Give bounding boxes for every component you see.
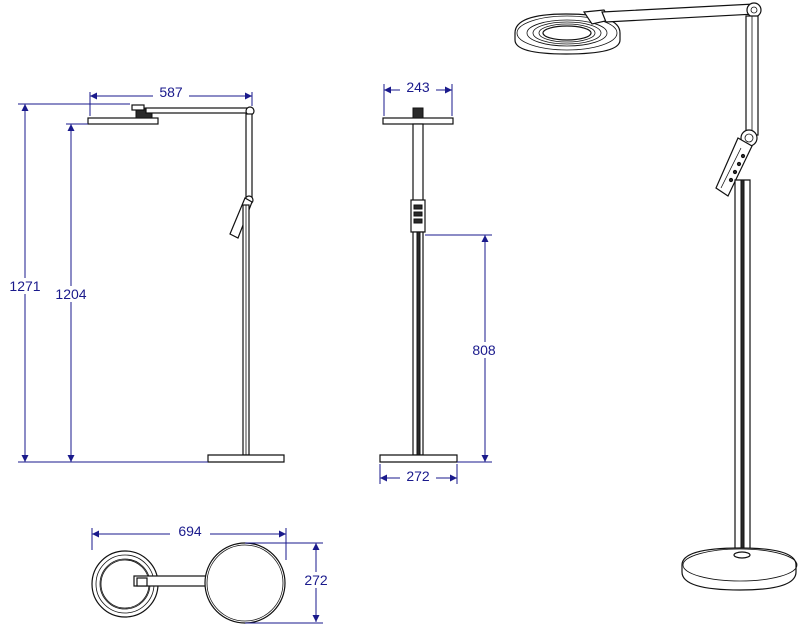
dim-front-base-width: 272 [379, 464, 458, 484]
front-lamp-head [382, 107, 454, 125]
dim-272-front-label: 272 [406, 468, 430, 484]
front-upper-pole [412, 123, 424, 205]
side-view: 587 1271 1204 [6, 84, 285, 463]
persp-pole [734, 179, 751, 556]
side-lamp-head [87, 104, 159, 125]
dim-front-head-width: 243 [383, 79, 453, 116]
dim-top-width: 272 [245, 542, 334, 624]
dim-1204-label: 1204 [55, 286, 86, 302]
dim-side-total-height: 1271 [6, 103, 208, 463]
dim-808-label: 808 [472, 342, 496, 358]
top-base [204, 542, 286, 624]
persp-upper-arm [745, 15, 759, 136]
front-control-panel [410, 199, 426, 233]
front-pole [412, 231, 424, 456]
front-base [379, 454, 458, 463]
side-base [207, 454, 285, 463]
dim-side-head-height: 1204 [52, 123, 90, 462]
dim-front-pole-height: 808 [425, 234, 501, 463]
perspective-view [514, 2, 798, 591]
persp-arm [601, 2, 762, 23]
dim-587-label: 587 [159, 84, 183, 100]
persp-base [681, 547, 798, 591]
dim-694-label: 694 [178, 523, 202, 539]
side-upper-arm [244, 113, 254, 205]
dim-side-arm-width: 587 [89, 84, 253, 116]
top-view: 694 272 [91, 523, 334, 624]
dim-top-length: 694 [91, 523, 287, 560]
dim-1271-label: 1271 [9, 278, 40, 294]
dim-272-top-label: 272 [304, 572, 328, 588]
front-view: 243 808 272 [379, 79, 501, 484]
dim-243-label: 243 [406, 79, 430, 95]
side-pole [242, 204, 250, 456]
side-arm [145, 106, 255, 116]
persp-control-panel [715, 137, 753, 197]
